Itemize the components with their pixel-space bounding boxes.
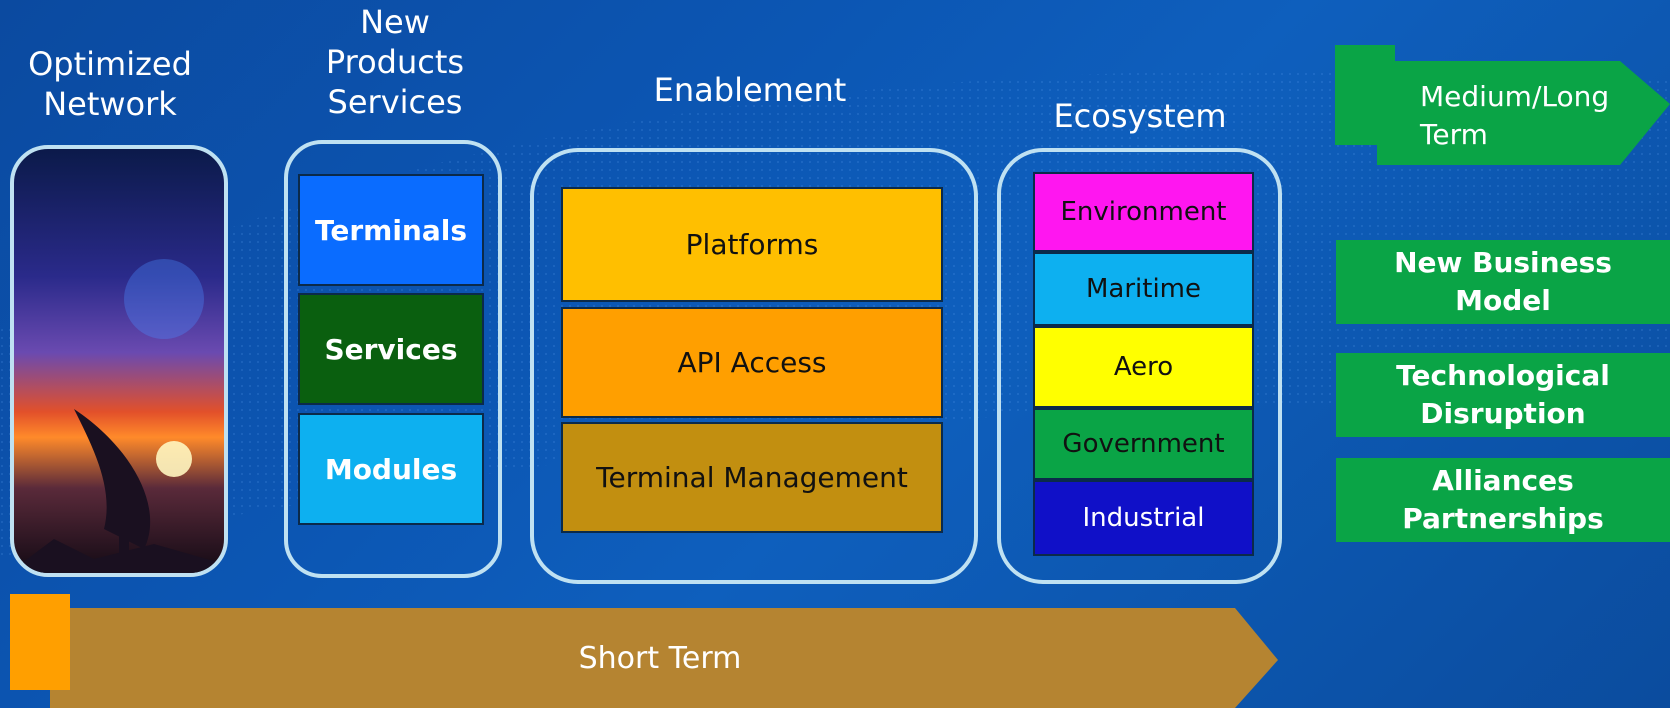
optimized-network-panel [10, 145, 228, 577]
medium-long-term-line1: Medium/Long [1420, 80, 1610, 113]
terminals-label: Terminals [314, 213, 468, 247]
modules-box: Modules [298, 413, 484, 525]
aero-label: Aero [1113, 352, 1174, 382]
aero-box: Aero [1033, 326, 1254, 408]
header-new-products-services: New Products Services [290, 2, 500, 122]
government-label: Government [1062, 429, 1225, 459]
maritime-label: Maritime [1085, 274, 1202, 304]
driver-alliances-line2: Partnerships [1402, 502, 1604, 535]
header-new-products-line2: Products [325, 43, 465, 81]
services-label: Services [324, 332, 458, 366]
header-ecosystem: Ecosystem [1053, 97, 1227, 135]
products-panel [284, 140, 502, 578]
maritime-box: Maritime [1033, 252, 1254, 326]
medium-long-term-line2: Term [1420, 118, 1488, 151]
medium-long-term-label: Medium/Long Term [1420, 78, 1609, 154]
services-box: Services [298, 293, 484, 405]
driver-alliances-partnerships: Alliances Partnerships [1336, 458, 1670, 542]
satellite-dish-image [14, 259, 224, 573]
terminals-box: Terminals [298, 174, 484, 286]
platforms-label: Platforms [685, 228, 819, 261]
driver-technological-disruption: Technological Disruption [1336, 353, 1670, 437]
header-optimized-network: Optimized Network [0, 44, 220, 124]
terminal-management-label: Terminal Management [596, 461, 908, 494]
industrial-label: Industrial [1082, 503, 1205, 533]
medium-long-term-arrow [1335, 45, 1670, 165]
modules-label: Modules [324, 452, 458, 486]
header-new-products-line3: Services [327, 83, 463, 121]
header-optimized-line2: Network [43, 85, 177, 123]
platforms-box: Platforms [561, 187, 943, 302]
ecosystem-panel [997, 148, 1282, 584]
driver-technological-line2: Disruption [1420, 397, 1586, 430]
driver-new-business-line2: Model [1455, 284, 1551, 317]
short-term-label: Short Term [578, 641, 742, 676]
api-access-box: API Access [561, 307, 943, 418]
driver-technological-line1: Technological [1396, 359, 1610, 392]
terminal-management-box: Terminal Management [561, 422, 943, 533]
environment-box: Environment [1033, 172, 1254, 252]
industrial-box: Industrial [1033, 480, 1254, 556]
header-new-products-line1: New [360, 3, 430, 41]
environment-label: Environment [1060, 197, 1227, 227]
header-enablement: Enablement [653, 71, 847, 109]
driver-new-business-line1: New Business [1394, 246, 1612, 279]
driver-alliances-line1: Alliances [1432, 464, 1574, 497]
enablement-panel [530, 148, 978, 584]
driver-new-business-model: New Business Model [1336, 240, 1670, 324]
short-term-arrow [10, 594, 1278, 708]
api-access-label: API Access [677, 346, 827, 379]
government-box: Government [1033, 408, 1254, 480]
header-optimized-line1: Optimized [28, 45, 192, 83]
